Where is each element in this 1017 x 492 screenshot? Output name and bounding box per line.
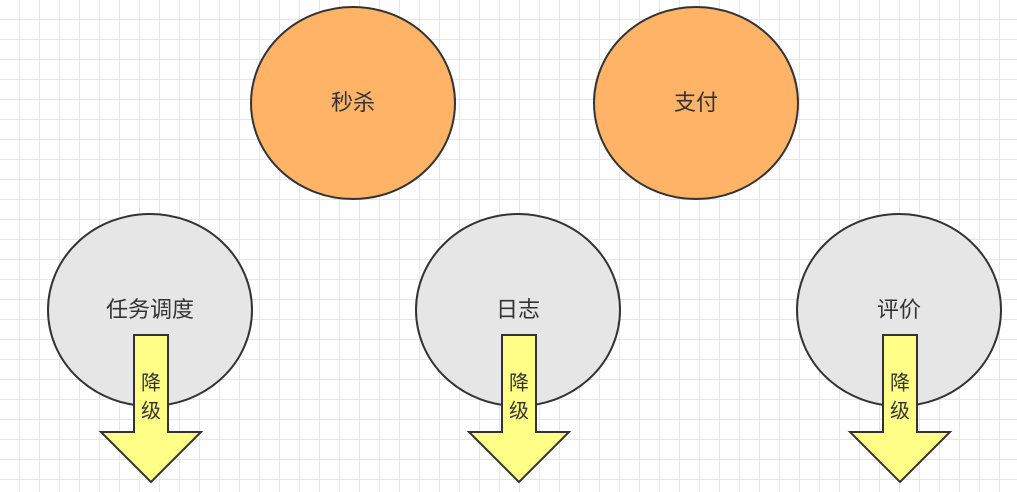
- core-node-seckill: 秒杀: [250, 6, 456, 200]
- degrade-arrow-log-shape: [466, 334, 572, 484]
- secondary-node-task-scheduling-label: 任务调度: [106, 298, 194, 323]
- degrade-arrow-review-label-2: 级: [890, 399, 910, 423]
- degrade-arrow-log-label-1: 降: [509, 371, 529, 395]
- secondary-node-review: 评价: [796, 213, 1002, 407]
- core-node-payment: 支付: [593, 6, 799, 200]
- degrade-arrow-task-scheduling: 降 级: [98, 334, 204, 484]
- degrade-arrow-log-label-2: 级: [509, 399, 529, 423]
- core-node-seckill-shape: [250, 6, 456, 200]
- degrade-arrow-review: 降 级: [847, 334, 953, 484]
- core-node-seckill-label: 秒杀: [331, 91, 375, 116]
- secondary-node-task-scheduling: 任务调度: [47, 213, 253, 407]
- degrade-arrow-task-scheduling-label-1: 降: [141, 371, 161, 395]
- core-node-payment-label: 支付: [674, 91, 718, 116]
- degrade-arrow-log: 降 级: [466, 334, 572, 484]
- degrade-arrow-task-scheduling-shape: [98, 334, 204, 484]
- core-node-payment-shape: [593, 6, 799, 200]
- degrade-arrow-task-scheduling-label-2: 级: [141, 399, 161, 423]
- degrade-arrow-review-label-1: 降: [890, 371, 910, 395]
- secondary-node-review-label: 评价: [877, 298, 921, 323]
- degrade-arrow-review-shape: [847, 334, 953, 484]
- secondary-node-log-label: 日志: [496, 298, 540, 323]
